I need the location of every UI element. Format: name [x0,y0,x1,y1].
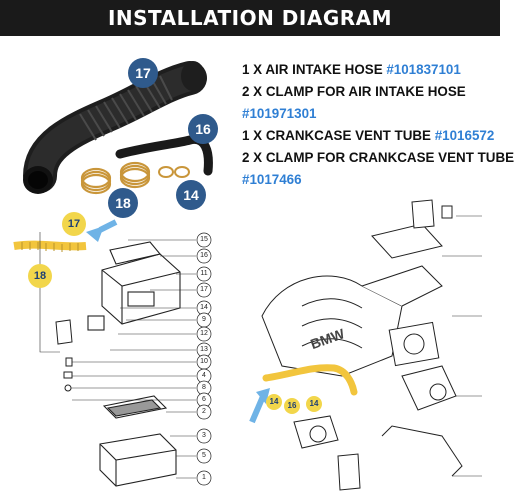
vent-clamps-small [158,166,190,178]
callout-number: 17 [200,286,208,293]
air-intake-hose-image [23,61,207,194]
product-photo [23,61,213,195]
title-bar: INSTALLATION DIAGRAM [0,0,500,36]
part-badge-16: 16 [188,114,218,144]
callout-number: 5 [202,452,206,459]
callout-number: 16 [200,252,208,259]
callout-number: 12 [200,330,208,337]
callout-number: 3 [202,432,206,439]
callout-number: 4 [202,372,206,379]
part-line-crankcase-vent-tube: 1 X CRANKCASE VENT TUBE #1016572 [242,128,495,143]
callout-number: 6 [202,396,206,403]
part-number: #101837101 [386,62,461,77]
part-line-vent-clamp-number: #1017466 [242,172,302,187]
hose-clamp-large-2 [119,161,151,189]
left-badge-17: 17 [62,212,86,236]
callout-number: 11 [200,270,208,277]
right-badge-16: 16 [284,398,300,414]
left-diagram-callouts [196,232,212,486]
part-badge-14: 14 [176,180,206,210]
part-line-vent-clamp: 2 X CLAMP FOR CRANKCASE VENT TUBE [242,150,514,165]
part-line-air-intake-hose: 1 X AIR INTAKE HOSE #101837101 [242,62,461,77]
left-badge-18: 18 [28,264,52,288]
callout-number: 13 [200,346,208,353]
callout-number: 9 [202,316,206,323]
left-callout-labels: 15 16 11 17 14 9 12 13 10 4 8 6 2 3 5 1 [196,212,212,500]
callout-number: 14 [200,304,208,311]
hose-clamp-large-1 [80,167,112,195]
right-badge-14-right: 14 [306,396,322,412]
callout-number: 8 [202,384,206,391]
part-line-hose-clamp-number: #101971301 [242,106,316,121]
crankcase-vent-tube-image [115,134,213,176]
engine-exploded-diagram: BMW [249,199,482,491]
part-badge-17: 17 [128,58,158,88]
part-number: #1016572 [434,128,495,143]
right-badge-14-left: 14 [266,394,282,410]
part-badge-18: 18 [108,188,138,218]
callout-number: 2 [202,408,206,415]
part-number: #101971301 [242,106,317,121]
part-line-hose-clamp: 2 X CLAMP FOR AIR INTAKE HOSE [242,84,466,99]
part-number: #1017466 [242,172,302,187]
page-title: INSTALLATION DIAGRAM [107,6,393,30]
air-filter-exploded-diagram [13,219,212,487]
callout-number: 10 [200,358,208,365]
callout-number: 1 [202,474,206,481]
callout-number: 15 [200,236,208,243]
